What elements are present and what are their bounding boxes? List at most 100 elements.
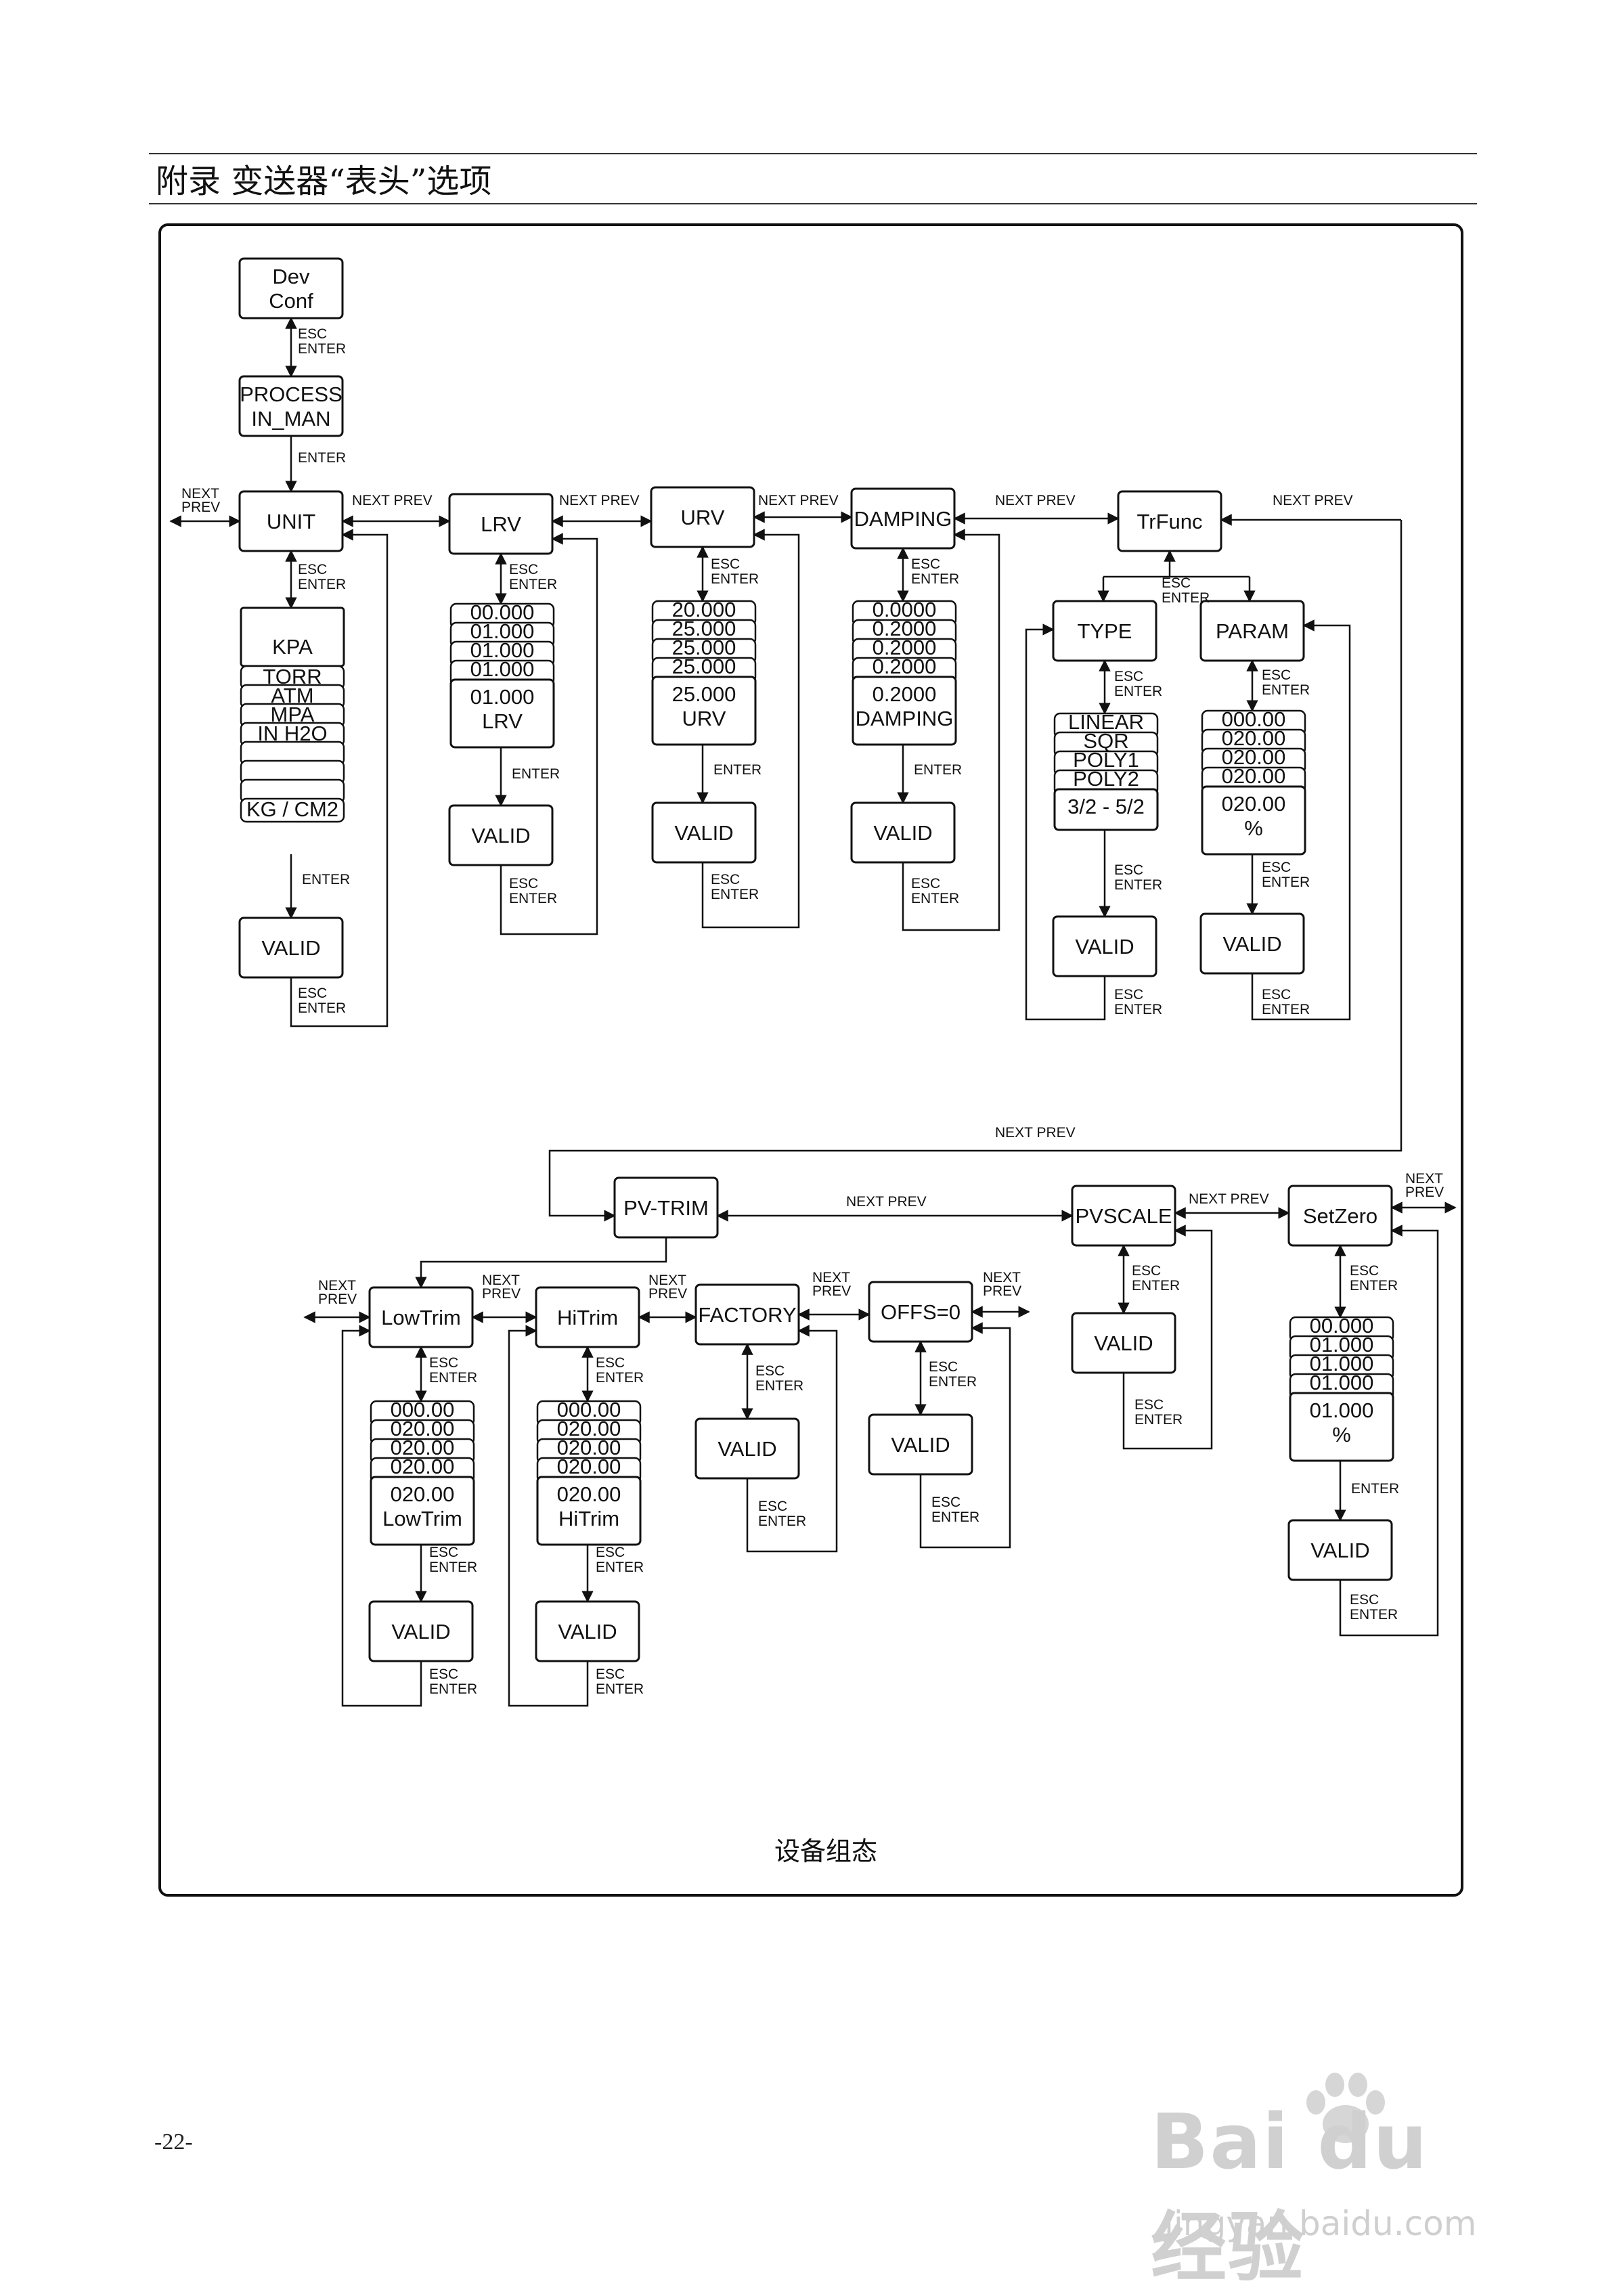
unit-option[interactable] bbox=[240, 797, 345, 823]
urv-option-text: 25.000 bbox=[672, 655, 736, 678]
damping-option-text: 0.2000 bbox=[873, 617, 937, 640]
ee-type-esc: ESC bbox=[1114, 669, 1143, 684]
np-lowtrim-hitrim-next: NEXT bbox=[482, 1273, 520, 1288]
dev-conf-node-label: Dev bbox=[272, 265, 310, 288]
damping-current-text: 0.2000 bbox=[873, 682, 937, 706]
param-valid-node[interactable] bbox=[1199, 912, 1305, 975]
factory-valid-node[interactable] bbox=[694, 1417, 800, 1480]
pv-trim-node-label: PV-TRIM bbox=[623, 1196, 709, 1220]
np-lrv-urv-next-prev: NEXT PREV bbox=[559, 493, 640, 508]
np-hitrim-factory-prev: PREV bbox=[648, 1286, 687, 1302]
ee-trfunc-esc: ESC bbox=[1162, 575, 1191, 591]
lowtrim-node-label: LowTrim bbox=[381, 1306, 461, 1329]
setzero-option-text: 00.000 bbox=[1310, 1314, 1374, 1338]
ee-offs-valid-esc: ESC bbox=[931, 1495, 961, 1510]
np-factory-offs-prev: PREV bbox=[812, 1283, 851, 1299]
ee-hitrim-valid-esc: ESC bbox=[596, 1666, 625, 1682]
type-option-text: POLY1 bbox=[1073, 748, 1139, 772]
np-hitrim-factory-next: NEXT bbox=[648, 1273, 686, 1288]
param-current-value[interactable] bbox=[1201, 785, 1306, 856]
type-valid-node-label: VALID bbox=[1075, 935, 1134, 958]
process-in-man-node[interactable] bbox=[238, 375, 344, 437]
lrv-valid-node[interactable] bbox=[448, 804, 554, 866]
lrv-current-value[interactable] bbox=[449, 678, 555, 749]
offs-valid-node[interactable] bbox=[868, 1413, 973, 1476]
en-damping-enter: ENTER bbox=[914, 762, 962, 778]
ee-setzero-valid-enter: ENTER bbox=[1350, 1607, 1398, 1622]
setzero-option-text: 01.000 bbox=[1310, 1333, 1374, 1356]
damping-current-text: DAMPING bbox=[856, 707, 954, 730]
np-lowtrim-left-next: NEXT bbox=[318, 1278, 356, 1294]
urv-option-text: 20.000 bbox=[672, 598, 736, 621]
offs-return-link bbox=[919, 1322, 1011, 1549]
ee-type-valid-esc: ESC bbox=[1114, 987, 1143, 1002]
np-unit-left-next: NEXT bbox=[181, 486, 219, 502]
damping-valid-node[interactable] bbox=[850, 801, 956, 864]
en-setzero-enter: ENTER bbox=[1351, 1481, 1399, 1497]
pvscale-valid-node-label: VALID bbox=[1094, 1331, 1153, 1355]
param-node[interactable] bbox=[1199, 600, 1305, 662]
pvscale-node[interactable] bbox=[1071, 1185, 1176, 1247]
ee-devconf-enter: ENTER bbox=[298, 341, 346, 357]
lowtrim-current-value[interactable] bbox=[370, 1476, 475, 1546]
damping-return-link bbox=[902, 529, 1000, 931]
hitrim-return-link bbox=[508, 1325, 589, 1707]
lowtrim-option-text: 020.00 bbox=[391, 1417, 455, 1440]
pvscale-node-label: PVSCALE bbox=[1075, 1204, 1172, 1228]
np-pvscale-setzero-next-prev: NEXT PREV bbox=[1189, 1191, 1269, 1207]
np-setzero-right-prev: PREV bbox=[1405, 1185, 1444, 1200]
damping-node-label: DAMPING bbox=[854, 507, 952, 531]
lowtrim-valid-node[interactable] bbox=[368, 1600, 474, 1662]
type-valid-node[interactable] bbox=[1052, 915, 1157, 977]
unit-valid-node[interactable] bbox=[238, 917, 344, 979]
damping-option-text: 0.0000 bbox=[873, 598, 937, 621]
lowtrim-option-text: 020.00 bbox=[391, 1436, 455, 1459]
lowtrim-node[interactable] bbox=[368, 1286, 474, 1348]
lrv-option-text: 01.000 bbox=[470, 619, 535, 643]
lrv-node[interactable] bbox=[448, 493, 554, 555]
unit-node[interactable] bbox=[238, 490, 344, 552]
ee-offs-valid-enter: ENTER bbox=[931, 1509, 979, 1525]
param-current-text: % bbox=[1244, 816, 1263, 840]
urv-current-value[interactable] bbox=[651, 676, 757, 746]
type-option-text: LINEAR bbox=[1068, 710, 1144, 734]
dev-conf-node[interactable] bbox=[238, 257, 344, 319]
trfunc-node-label: TrFunc bbox=[1136, 510, 1202, 533]
ee-type-valid-in-enter: ENTER bbox=[1114, 877, 1162, 893]
urv-valid-node-label: VALID bbox=[674, 821, 733, 845]
urv-node[interactable] bbox=[650, 486, 755, 548]
hitrim-node[interactable] bbox=[535, 1286, 640, 1348]
urv-valid-node[interactable] bbox=[651, 801, 757, 864]
hitrim-current-value[interactable] bbox=[536, 1476, 642, 1546]
ee-hitrim-valid-in-enter: ENTER bbox=[596, 1560, 644, 1575]
ee-lrv-valid-esc: ESC bbox=[509, 876, 538, 891]
hitrim-current-text: HiTrim bbox=[558, 1507, 619, 1530]
np-setzero-right-next: NEXT bbox=[1405, 1171, 1443, 1187]
offs-node[interactable] bbox=[868, 1281, 973, 1343]
ee-urv-enter: ENTER bbox=[711, 571, 759, 587]
ee-param-valid-enter: ENTER bbox=[1262, 1002, 1310, 1017]
ee-hitrim-esc: ESC bbox=[596, 1355, 625, 1371]
pv-trim-node[interactable] bbox=[613, 1176, 719, 1239]
trfunc-node[interactable] bbox=[1117, 490, 1222, 552]
urv-current-text: URV bbox=[682, 707, 726, 730]
ee-lowtrim-valid-in-enter: ENTER bbox=[429, 1560, 477, 1575]
ee-lowtrim-esc: ESC bbox=[429, 1355, 458, 1371]
setzero-current-value[interactable] bbox=[1289, 1392, 1394, 1462]
ee-damping-esc: ESC bbox=[911, 556, 940, 572]
setzero-valid-node[interactable] bbox=[1287, 1519, 1393, 1581]
hitrim-current-text: 020.00 bbox=[557, 1482, 621, 1506]
pvscale-valid-node[interactable] bbox=[1071, 1312, 1176, 1374]
baidu-paw-icon bbox=[1306, 2073, 1385, 2143]
factory-node[interactable] bbox=[694, 1283, 800, 1346]
watermark-brand: Bai du 经验 bbox=[1151, 2098, 1429, 2292]
hitrim-option-text: 020.00 bbox=[557, 1417, 621, 1440]
ee-setzero-enter: ENTER bbox=[1350, 1278, 1398, 1294]
ee-urv-valid-esc: ESC bbox=[711, 872, 740, 887]
damping-current-value[interactable] bbox=[852, 676, 957, 746]
setzero-node[interactable] bbox=[1287, 1185, 1393, 1247]
hitrim-valid-node[interactable] bbox=[535, 1600, 640, 1662]
damping-node[interactable] bbox=[850, 487, 956, 550]
type-node[interactable] bbox=[1052, 600, 1157, 662]
type-current-value[interactable] bbox=[1053, 788, 1159, 831]
